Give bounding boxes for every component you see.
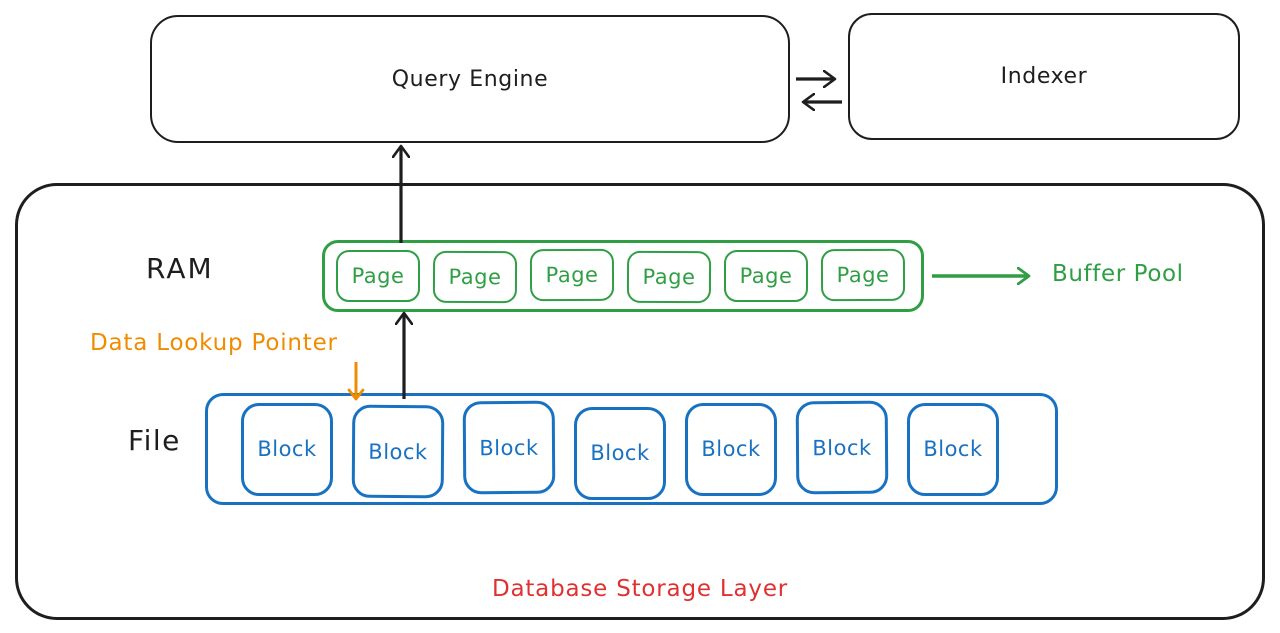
database-storage-layer-title: Database Storage Layer <box>491 576 789 602</box>
page-box: Page <box>626 250 712 304</box>
file-label: File <box>128 424 181 457</box>
page-box: Page <box>529 248 615 302</box>
ram-label: RAM <box>146 252 214 285</box>
page-box: Page <box>336 250 420 302</box>
block-box: Block <box>241 402 333 496</box>
block-box: Block <box>351 404 445 498</box>
page-box: Page <box>820 248 906 302</box>
query-engine-box: Query Engine <box>150 15 790 143</box>
data-lookup-pointer-label: Data Lookup Pointer <box>90 330 338 356</box>
block-box: Block <box>907 402 999 496</box>
page-box: Page <box>724 250 808 302</box>
block-box: Block <box>462 400 556 494</box>
query-engine-label: Query Engine <box>391 66 549 92</box>
indexer-box: Indexer <box>848 13 1240 140</box>
buffer-pool-label: Buffer Pool <box>1052 261 1184 287</box>
page-box: Page <box>432 250 518 304</box>
block-box: Block <box>795 400 889 494</box>
block-box: Block <box>685 402 777 496</box>
database-storage-layer-container <box>15 183 1265 620</box>
indexer-label: Indexer <box>1000 64 1088 89</box>
block-box: Block <box>574 406 666 500</box>
